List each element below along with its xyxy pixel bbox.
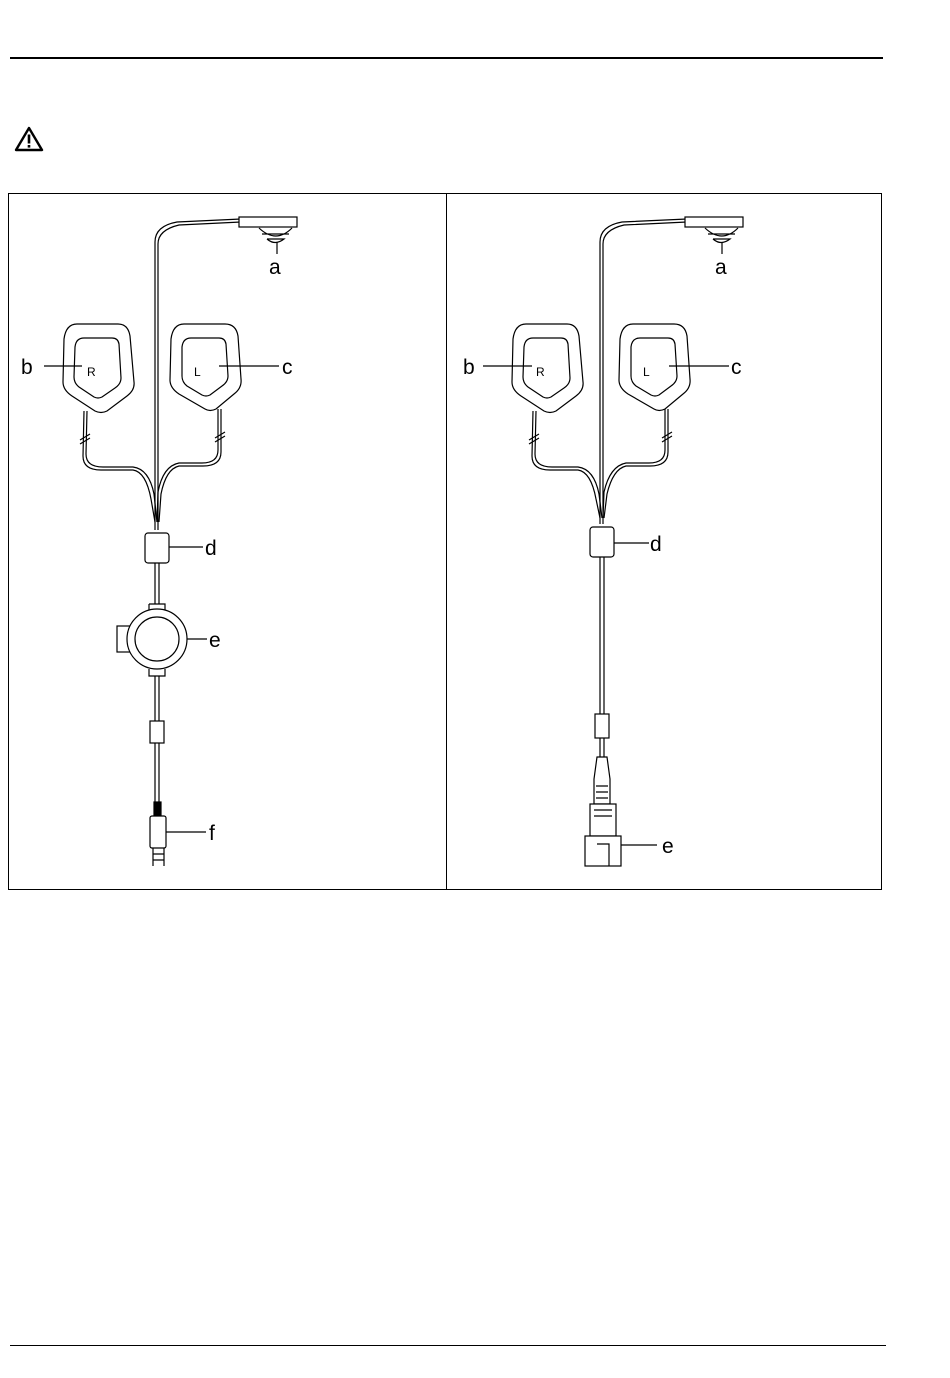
- sensor-a-cup: [705, 228, 738, 243]
- callout-d: d: [205, 537, 217, 560]
- panel-left: R L a b c d e f: [9, 194, 445, 889]
- callout-d: d: [650, 533, 662, 556]
- warning-triangle-icon: [14, 126, 44, 152]
- pad-r-label: R: [87, 365, 96, 379]
- callout-b: b: [463, 356, 475, 379]
- callout-a: a: [269, 256, 281, 279]
- callout-a: a: [715, 256, 727, 279]
- cable-sleeve: [595, 714, 609, 738]
- pad-l-inner: [182, 338, 228, 396]
- callout-b: b: [21, 356, 33, 379]
- ferrite-d: [590, 527, 614, 557]
- plug-f: [150, 816, 166, 848]
- sensor-a-cup: [259, 228, 292, 243]
- pad-l-inner: [631, 338, 677, 396]
- right-cable-diagram: R L a b c d e: [447, 194, 883, 889]
- callout-e: e: [209, 629, 221, 652]
- connector-e-body: [590, 804, 616, 836]
- pad-r-outline: [512, 324, 583, 413]
- pad-r-inner: [523, 338, 570, 398]
- callout-c: c: [282, 356, 293, 379]
- pad-l-outline: [619, 324, 690, 411]
- footer-rule: [10, 1345, 886, 1346]
- sensor-a-body: [239, 217, 297, 227]
- pad-l-label: L: [643, 365, 650, 379]
- pad-r-label: R: [536, 365, 545, 379]
- callout-c: c: [731, 356, 742, 379]
- connector-e-body: [127, 609, 187, 669]
- left-cable-diagram: R L a b c d e f: [9, 194, 445, 889]
- pad-r-inner: [74, 338, 121, 398]
- callout-f: f: [209, 822, 215, 845]
- figure-frame: R L a b c d e f: [8, 193, 882, 890]
- pad-l-outline: [170, 324, 241, 411]
- pad-l-label: L: [194, 365, 201, 379]
- panel-right: R L a b c d e: [447, 194, 883, 889]
- sensor-a-body: [685, 217, 743, 227]
- callout-e: e: [662, 835, 674, 858]
- cable-sleeve: [150, 721, 164, 743]
- ferrite-d: [145, 533, 169, 563]
- header-rule: [10, 57, 883, 59]
- pad-r-outline: [63, 324, 134, 413]
- connector-e-neck: [594, 757, 610, 804]
